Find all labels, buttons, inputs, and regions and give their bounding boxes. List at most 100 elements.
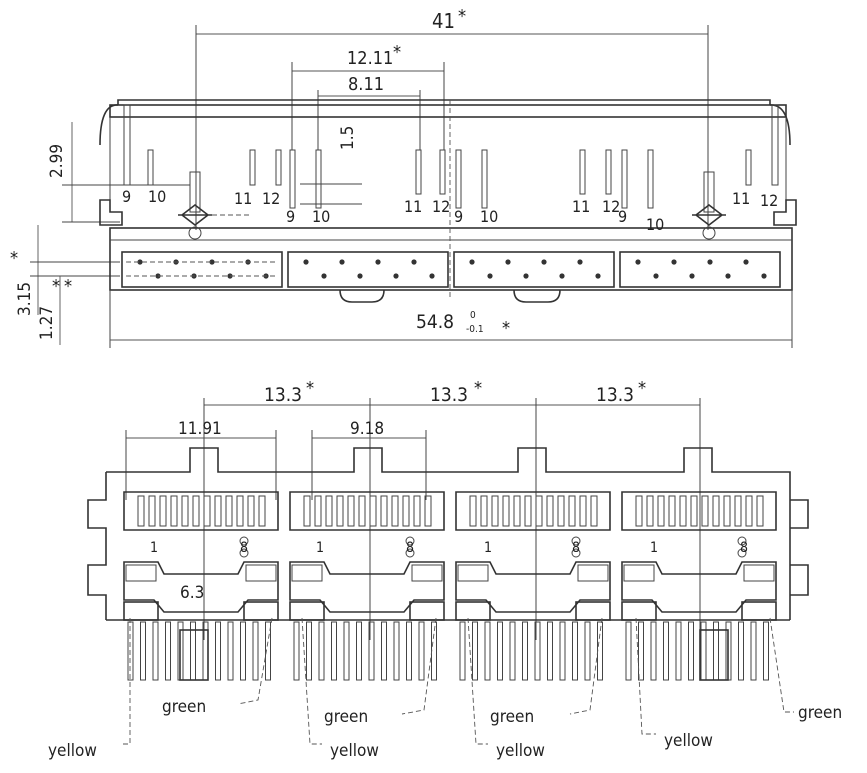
pin (356, 621, 362, 681)
pin (306, 621, 312, 681)
led-label-yellow: yellow (664, 731, 713, 751)
contact-slot (148, 495, 156, 527)
pin-label: 11 (404, 197, 422, 216)
contact-slot (424, 495, 432, 527)
pin (252, 621, 259, 681)
contact-slot (546, 495, 554, 527)
contact-slot (236, 495, 244, 527)
pin-label: 9 (122, 187, 131, 206)
pin (418, 621, 425, 681)
contact-slot (325, 495, 333, 527)
led-hole (239, 548, 249, 558)
contact-slot (502, 495, 510, 527)
pin (547, 621, 553, 681)
contact-slot (745, 495, 753, 527)
contact-dot (577, 259, 583, 265)
contact-dot (743, 259, 749, 265)
contact-dot (761, 273, 767, 279)
led (409, 601, 445, 621)
port-latch (123, 561, 279, 613)
contact-slot (480, 495, 488, 527)
dim-6-3: 6.3 (180, 583, 204, 603)
dim-13-3-c-star: * (638, 378, 646, 399)
dim-13-3-a: 13.3 (264, 384, 302, 406)
contact-dot (689, 273, 695, 279)
dim-54-8-tol-upper: 0 (470, 310, 476, 321)
led-window (245, 564, 277, 582)
led-window (125, 564, 157, 582)
pin (406, 621, 412, 681)
dim-54-8-tol-lower: -0.1 (466, 324, 484, 335)
pin (650, 621, 657, 681)
pin (227, 621, 234, 681)
dim-13-3-c: 13.3 (596, 384, 634, 406)
contact-slot (159, 495, 167, 527)
contact-slot (756, 495, 764, 527)
contact-slot (413, 495, 421, 527)
pin (559, 621, 566, 681)
led-window (411, 564, 443, 582)
contact-slot (557, 495, 565, 527)
bottom-view: 13.3 * 13.3 * 13.3 * 11.91 9.18 6.3 1 8 … (48, 378, 842, 761)
dim-3-15-star: * (10, 248, 18, 269)
led (741, 601, 777, 621)
pin-label: 10 (480, 207, 498, 226)
contact-slot (170, 495, 178, 527)
pin-label: 11 (234, 189, 252, 208)
slot-mark: 1 (150, 540, 158, 556)
dim-12-11-star: * (393, 42, 401, 63)
pin-label: 10 (312, 207, 330, 226)
pin (497, 621, 503, 681)
contact-slot (358, 495, 366, 527)
pin (472, 621, 478, 681)
pin-label: 9 (618, 207, 627, 226)
dim-8-11: 8.11 (348, 74, 384, 95)
contact-dot (505, 259, 511, 265)
pin-label: 9 (454, 207, 463, 226)
pin-label: 12 (602, 197, 620, 216)
pin-label: 12 (760, 191, 778, 210)
contact-dot (209, 259, 215, 265)
led-window (457, 564, 489, 582)
pin-label: 11 (572, 197, 590, 216)
pins (123, 104, 779, 213)
port-frame (621, 491, 777, 531)
pin (140, 621, 146, 681)
contact-slot (646, 495, 654, 527)
contact-slot (690, 495, 698, 527)
pin-label: 9 (286, 207, 295, 226)
port-frame (289, 491, 445, 531)
led (243, 601, 279, 621)
dim-13-3-b: 13.3 (430, 384, 468, 406)
led-window (291, 564, 323, 582)
contact-slot (402, 495, 410, 527)
contact-dot (357, 273, 363, 279)
dim-13-3-b-star: * (474, 378, 482, 399)
pin-label: 10 (646, 215, 664, 234)
pin (625, 621, 632, 681)
contact-dot (339, 259, 345, 265)
dim-54-8-star: * (502, 318, 510, 339)
contact-dot (321, 273, 327, 279)
pin-label: 12 (262, 189, 280, 208)
contact-slot (214, 495, 222, 527)
contact-slot (635, 495, 643, 527)
pin (368, 621, 375, 681)
contact-slot (524, 495, 532, 527)
contact-slot (314, 495, 322, 527)
pin (165, 621, 171, 681)
port-latch (621, 561, 777, 613)
dim-13-3-a-star: * (306, 378, 314, 399)
contact-slot (513, 495, 521, 527)
contact-slot (247, 495, 255, 527)
contact-slot (590, 495, 598, 527)
contact-slot (391, 495, 399, 527)
pin (522, 621, 528, 681)
contact-slot (734, 495, 742, 527)
pin (584, 621, 591, 681)
led-label-green: green (798, 703, 842, 723)
contact-dot (411, 259, 417, 265)
dim-3-15: 3.15 (15, 282, 35, 316)
contact-slot (303, 495, 311, 527)
